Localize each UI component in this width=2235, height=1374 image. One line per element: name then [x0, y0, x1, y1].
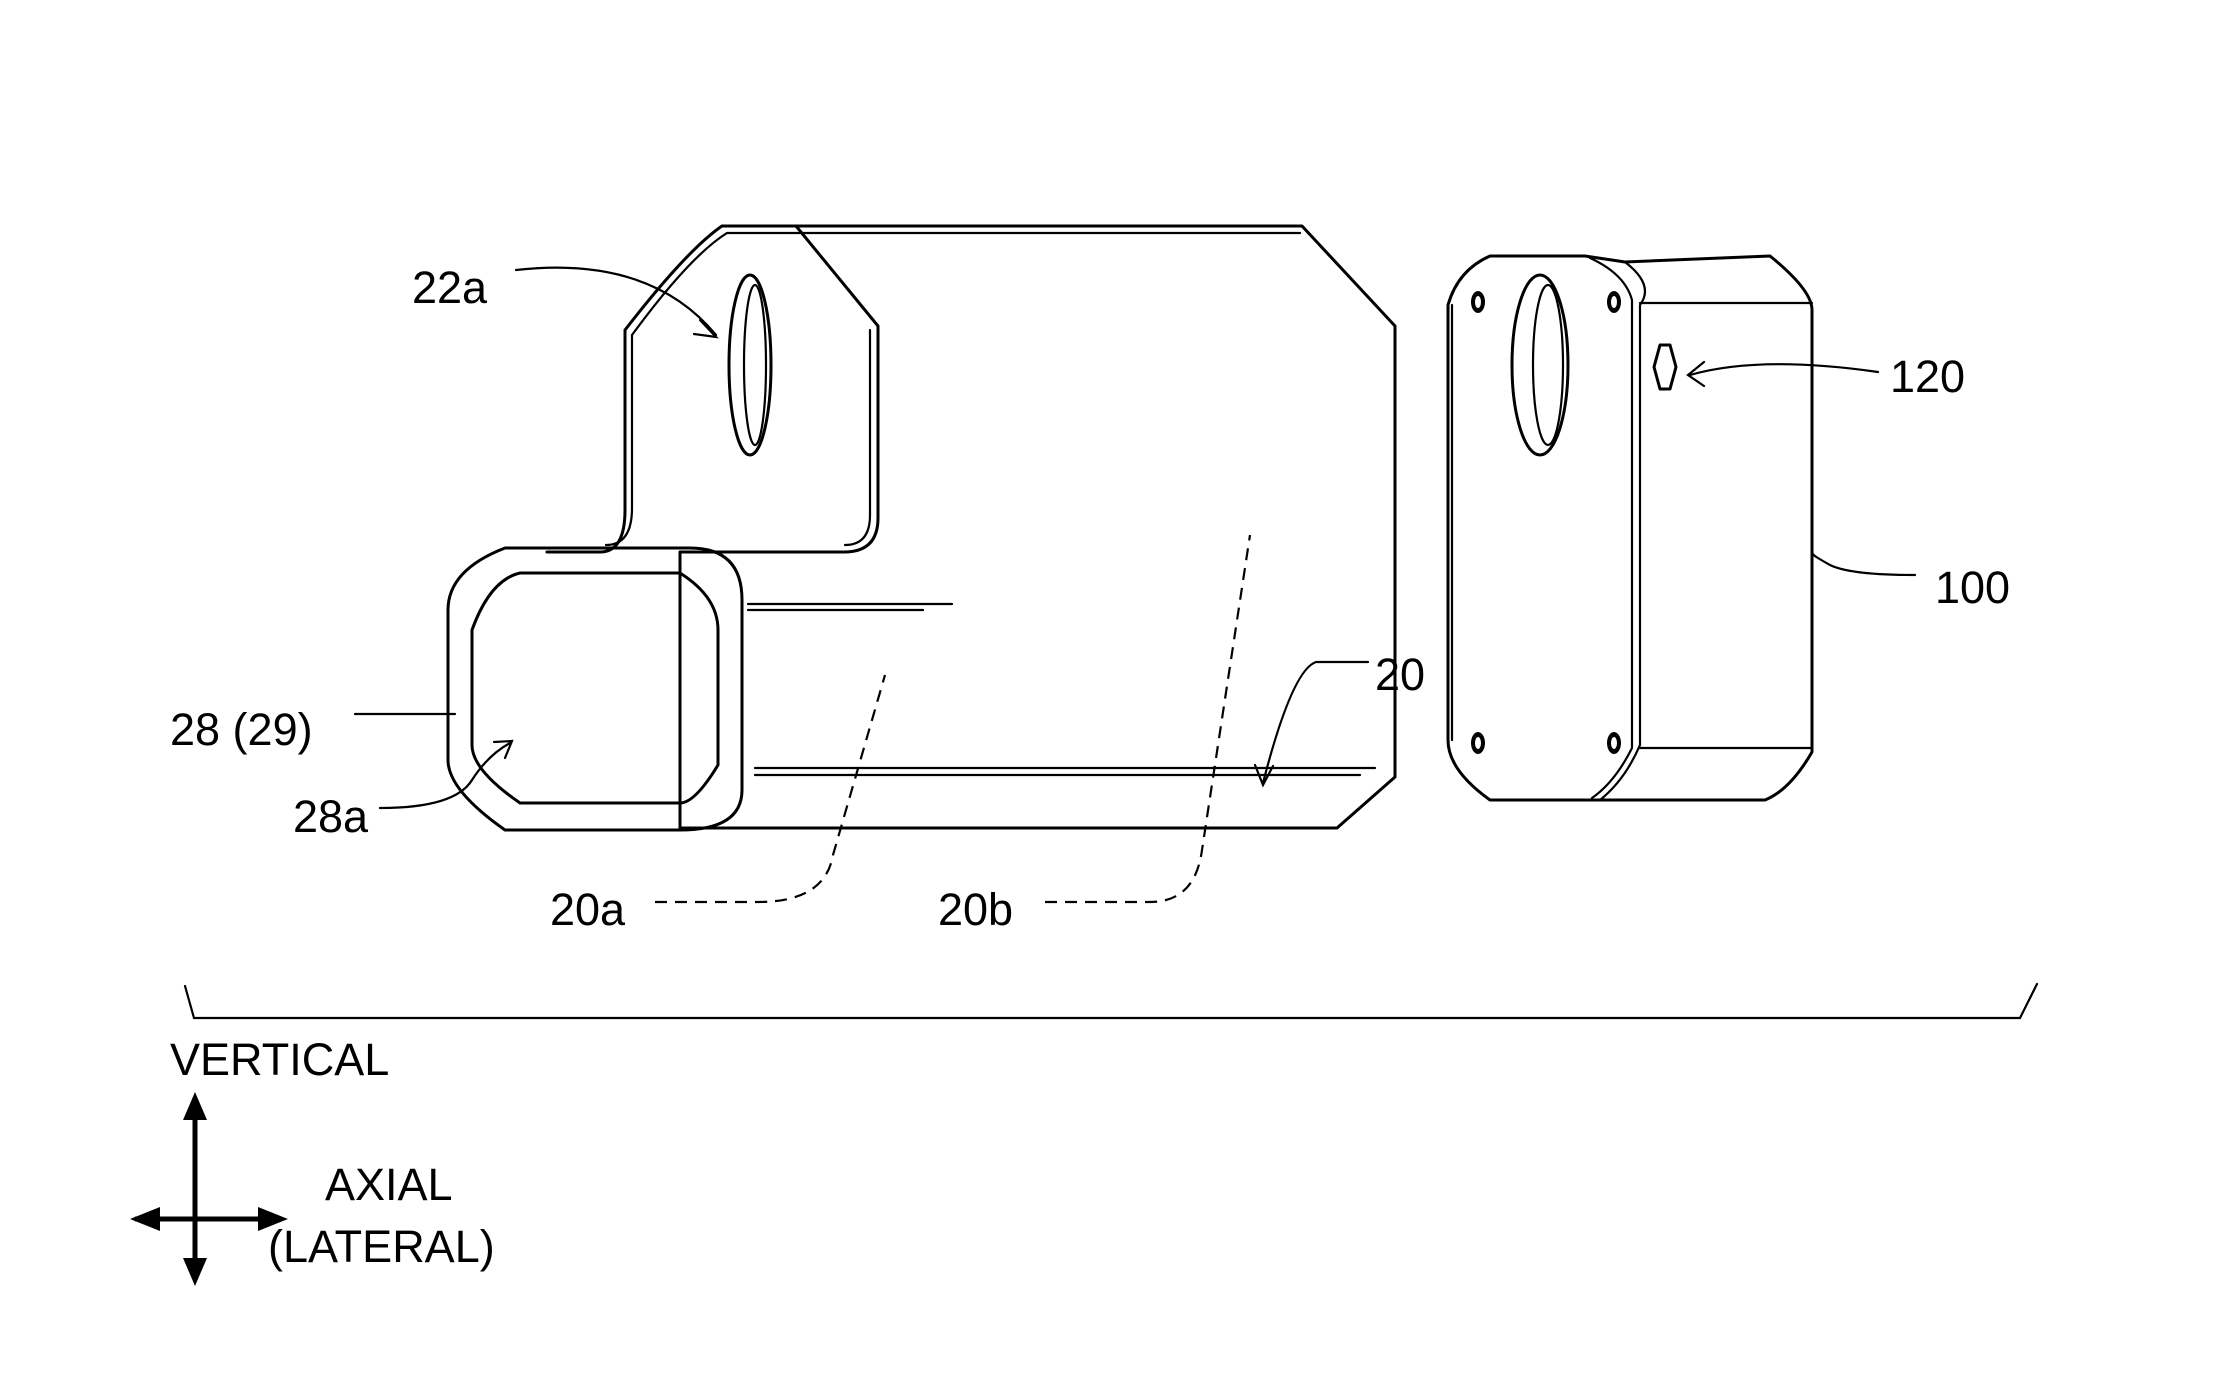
label-20a: 20a [550, 884, 626, 935]
label-20b: 20b [938, 884, 1013, 935]
port-28 [448, 548, 742, 830]
label-20: 20 [1375, 649, 1425, 700]
slot-22a [729, 275, 771, 455]
label-lateral: (LATERAL) [268, 1221, 495, 1272]
leader-lines [355, 268, 1915, 902]
label-120: 120 [1890, 351, 1965, 402]
label-28-29: 28 (29) [170, 704, 313, 755]
housing-20 [547, 226, 1395, 828]
module-100 [1448, 256, 1812, 800]
label-vertical: VERTICAL [170, 1034, 389, 1085]
label-22a: 22a [412, 262, 488, 313]
housing-outline [547, 226, 1395, 828]
label-28a: 28a [293, 791, 369, 842]
label-100: 100 [1935, 562, 2010, 613]
direction-arrows [130, 1092, 288, 1286]
feature-120 [1654, 345, 1676, 389]
grouping-bracket [185, 984, 2037, 1018]
label-axial: AXIAL [325, 1159, 453, 1210]
